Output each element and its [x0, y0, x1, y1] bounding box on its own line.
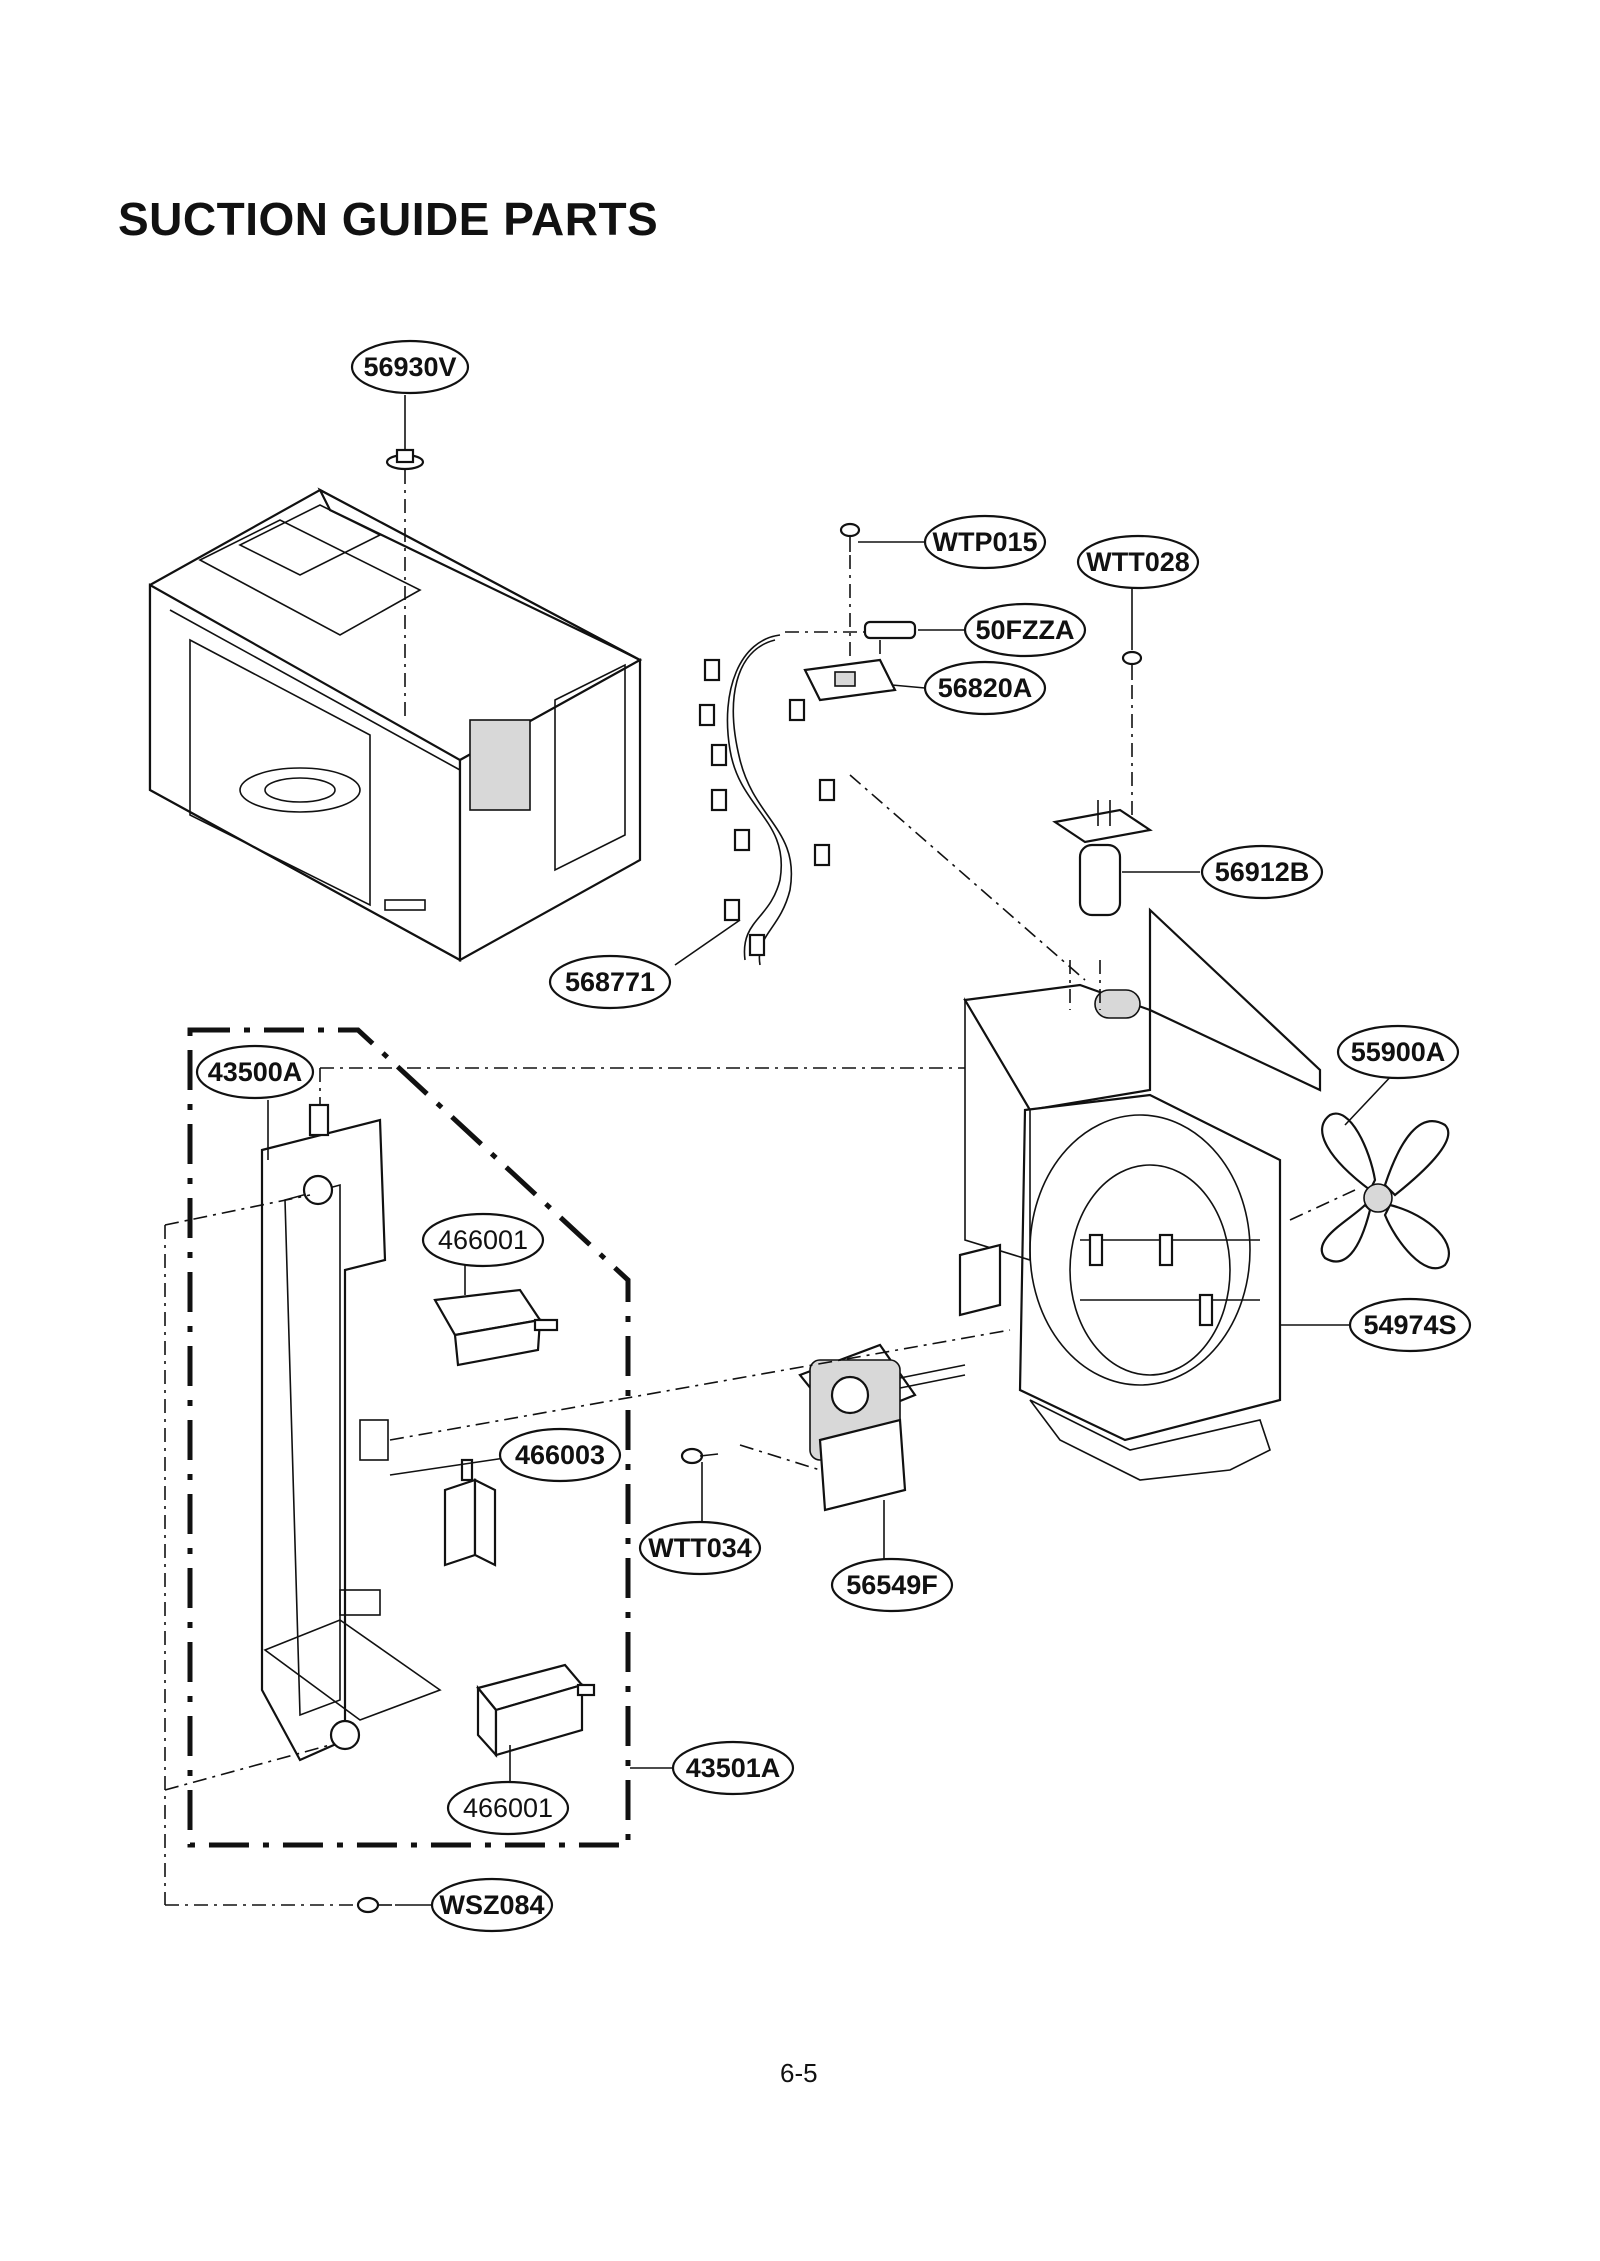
- callout-56912B: 56912B: [1200, 844, 1324, 900]
- fuse-50FZZA-drawing: [863, 620, 917, 670]
- callout-label: WSZ084: [439, 1890, 544, 1920]
- lamp-56912B-drawing: [1052, 800, 1153, 917]
- callout-label: WTP015: [932, 527, 1037, 557]
- callout-43501A: 43501A: [671, 1740, 795, 1796]
- callout-50FZZA: 50FZZA: [963, 602, 1087, 658]
- page-number: 6-5: [780, 2058, 818, 2088]
- callout-WSZ084: WSZ084: [430, 1877, 554, 1933]
- leader-lines: [267, 395, 1396, 1906]
- micro-switch-466003-drawing: [443, 1458, 497, 1567]
- callout-label: WTT028: [1086, 547, 1190, 577]
- callout-56930V: 56930V: [350, 339, 470, 395]
- screw-WTT028-drawing: [1121, 650, 1143, 815]
- callout-43500A: 43500A: [195, 1044, 315, 1100]
- callout-WTT028: WTT028: [1076, 534, 1200, 590]
- callout-label: 466001: [438, 1225, 528, 1255]
- assembly-guide-lines: [164, 1067, 1356, 1906]
- callout-label: 56549F: [846, 1570, 938, 1600]
- fan-blade-55900A-drawing: [1320, 1112, 1451, 1270]
- door-latch-board-43500A-drawing: [260, 1103, 442, 1762]
- callout-label: 56912B: [1215, 857, 1310, 887]
- fan-motor-56549F-drawing: [739, 1343, 966, 1512]
- callout-label: 568771: [565, 967, 655, 997]
- callout-label: 54974S: [1363, 1310, 1456, 1340]
- micro-switch-466001-upper-drawing: [433, 1288, 559, 1367]
- callout-54974S: 54974S: [1348, 1297, 1472, 1353]
- thermostat-56930V-drawing: [385, 448, 425, 720]
- callout-WTT034: WTT034: [638, 1520, 762, 1576]
- wire-harness-568771-drawing: [698, 631, 875, 966]
- callout-466001-lower: 466001: [446, 1780, 570, 1836]
- callout-label: 55900A: [1351, 1037, 1446, 1067]
- callout-label: 43500A: [208, 1057, 303, 1087]
- page-title: SUCTION GUIDE PARTS: [118, 193, 659, 245]
- callout-label: 466003: [515, 1440, 605, 1470]
- oven-cavity-drawing: [148, 487, 643, 962]
- lamp-assembly-guide-line: [849, 774, 1086, 981]
- assembly-43501A-bracket: [187, 1027, 631, 1848]
- callout-label: 56820A: [938, 673, 1033, 703]
- callout-55900A: 55900A: [1336, 1024, 1460, 1080]
- callout-label: 50FZZA: [975, 615, 1074, 645]
- callout-label: 466001: [463, 1793, 553, 1823]
- suction-guide-54974S-drawing: [958, 907, 1322, 1481]
- callout-568771: 568771: [548, 954, 672, 1010]
- callout-56549F: 56549F: [830, 1557, 954, 1613]
- callout-466001-upper: 466001: [421, 1212, 545, 1268]
- callout-label: WTT034: [648, 1533, 752, 1563]
- callout-label: 43501A: [686, 1753, 781, 1783]
- callout-WTP015: WTP015: [923, 514, 1047, 570]
- callout-56820A: 56820A: [923, 660, 1047, 716]
- callout-label: 56930V: [363, 352, 456, 382]
- fuse-holder-56820A-drawing: [803, 658, 897, 702]
- screw-WTP015-drawing: [839, 522, 861, 660]
- callout-466003: 466003: [498, 1427, 622, 1483]
- screw-WSZ084-drawing: [356, 1896, 392, 1914]
- micro-switch-466001-lower-drawing: [476, 1663, 596, 1758]
- screw-WTT034-drawing: [680, 1447, 719, 1465]
